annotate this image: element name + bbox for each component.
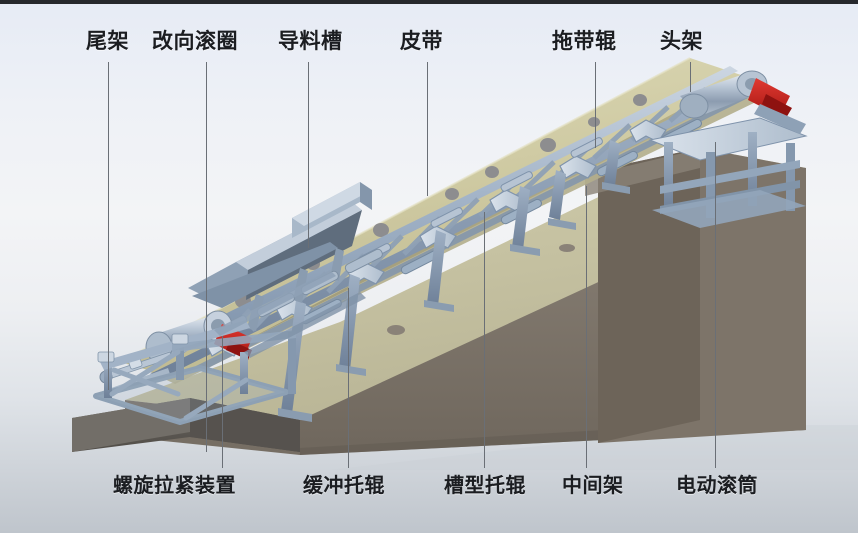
label-screw-take-up-leader-line bbox=[222, 336, 223, 468]
label-guide-chute-leader-line bbox=[308, 62, 309, 248]
label-return-idler: 拖带辊 bbox=[552, 30, 617, 53]
label-motorized-drum-leader-line bbox=[715, 142, 716, 468]
label-trough-idler: 槽型托辊 bbox=[444, 475, 526, 497]
label-impact-idler: 缓冲托辊 bbox=[303, 475, 385, 497]
motorized-drum bbox=[679, 70, 806, 134]
label-screw-take-up: 螺旋拉紧装置 bbox=[113, 475, 236, 497]
label-belt: 皮带 bbox=[400, 30, 443, 53]
label-head-frame: 头架 bbox=[660, 30, 703, 53]
label-intermediate-frame-leader-line bbox=[586, 186, 587, 468]
guide-chute bbox=[188, 182, 372, 331]
label-belt-leader-line bbox=[427, 62, 428, 196]
label-intermediate-frame: 中间架 bbox=[562, 475, 624, 497]
top-edge-bar bbox=[0, 0, 858, 4]
label-guide-chute: 导料槽 bbox=[278, 30, 343, 53]
label-bend-pulley: 改向滚圈 bbox=[152, 30, 238, 53]
label-motorized-drum: 电动滚筒 bbox=[676, 475, 758, 497]
head-frame bbox=[648, 117, 808, 228]
label-head-frame-leader-line bbox=[690, 62, 691, 92]
label-bend-pulley-leader-line bbox=[206, 62, 207, 452]
label-impact-idler-leader-line bbox=[348, 288, 349, 468]
label-return-idler-leader-line bbox=[595, 62, 596, 148]
label-trough-idler-leader-line bbox=[484, 212, 485, 468]
label-tail-frame-leader-line bbox=[108, 62, 109, 390]
label-tail-frame: 尾架 bbox=[86, 30, 129, 53]
